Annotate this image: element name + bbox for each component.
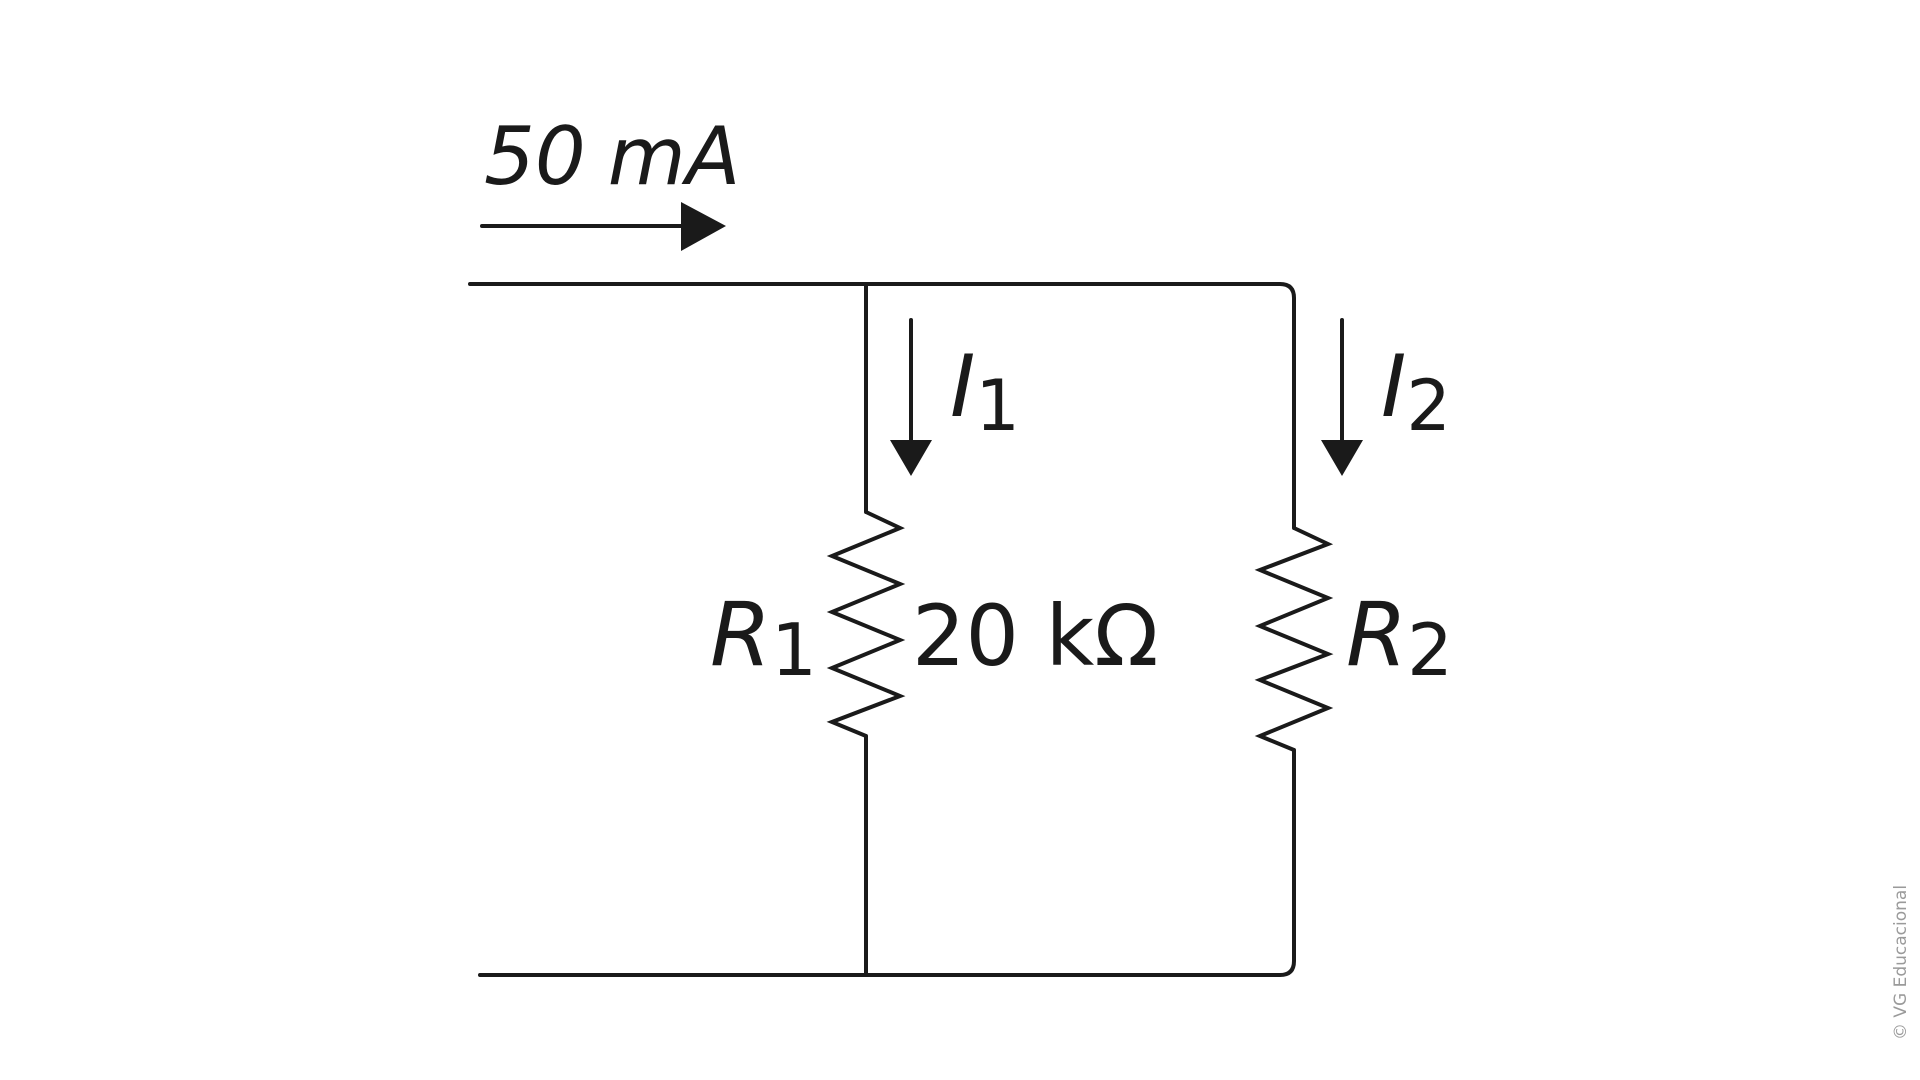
current-i2-subscript: 2 xyxy=(1406,365,1451,447)
resistor-r1-symbol: R xyxy=(710,583,771,686)
current-i2-label: I2 xyxy=(1381,337,1451,447)
resistor-r2-subscript: 2 xyxy=(1407,608,1453,692)
current-i1-arrow-head xyxy=(890,440,932,476)
current-i1-arrow xyxy=(890,318,932,476)
resistor-r1-value: 20 kΩ xyxy=(912,587,1158,685)
current-i1-symbol: I xyxy=(950,337,975,437)
resistor-r2 xyxy=(1254,526,1334,752)
current-i1-label: I1 xyxy=(950,337,1020,447)
source-current-value: 50 xyxy=(484,110,586,203)
top-wire xyxy=(468,282,1296,530)
source-current-arrow xyxy=(480,202,726,251)
bottom-wire xyxy=(478,748,1296,977)
current-i1-subscript: 1 xyxy=(975,365,1020,447)
current-i2-symbol: I xyxy=(1381,337,1406,437)
current-i2-arrow-head xyxy=(1321,440,1363,476)
resistor-r1-subscript: 1 xyxy=(771,608,817,692)
resistor-r2-symbol: R xyxy=(1346,583,1407,686)
source-current-unit: mA xyxy=(608,110,741,203)
resistor-r2-label: R2 xyxy=(1346,583,1453,692)
current-i2-arrow xyxy=(1321,318,1363,476)
resistor-r1 xyxy=(826,510,906,738)
credit-watermark: © VG Educacional xyxy=(1891,885,1911,1040)
source-current-arrow-head xyxy=(681,202,726,251)
resistor-r1-label: R1 xyxy=(710,583,817,692)
